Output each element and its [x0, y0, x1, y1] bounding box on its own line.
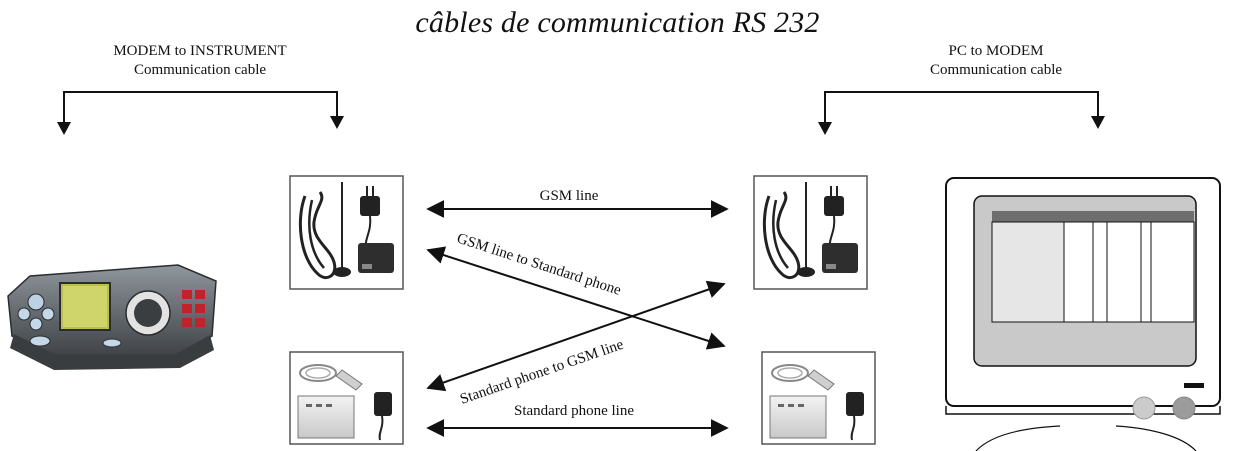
diagram-title: câbles de communication RS 232 — [415, 6, 820, 39]
gsm-line-link: GSM line — [426, 188, 729, 218]
standard-modem-right-photo — [761, 351, 876, 445]
caption-line-2: Communication cable — [929, 62, 1063, 78]
gsm-modem-left-photo — [289, 175, 404, 290]
gsm-modem-right-photo — [753, 175, 868, 290]
caption-line-1: PC to MODEM — [948, 43, 1044, 59]
caption-line-1: MODEM to INSTRUMENT — [113, 43, 287, 59]
gsm-line-label: GSM line — [540, 188, 599, 204]
pc-monitor — [945, 177, 1221, 451]
caption-line-2: Communication cable — [133, 62, 267, 78]
standard-phone-line-label: Standard phone line — [514, 403, 634, 419]
standard-modem-left-photo — [289, 351, 404, 445]
pc-to-modem-cable-bracket — [818, 91, 1105, 135]
standard-to-gsm-link: Standard phone to GSM line — [426, 280, 726, 408]
standard-phone-line-link: Standard phone line — [426, 403, 729, 437]
gsm-line-to-standard-phone-label: GSM line to Standard phone — [455, 231, 624, 299]
instrument-photo — [7, 264, 217, 370]
modem-to-instrument-cable-bracket — [57, 91, 344, 135]
modem-to-instrument-caption: MODEM to INSTRUMENT Communication cable — [50, 42, 350, 80]
gsm-to-standard-link: GSM line to Standard phone — [426, 231, 726, 350]
pc-to-modem-caption: PC to MODEM Communication cable — [846, 42, 1146, 80]
